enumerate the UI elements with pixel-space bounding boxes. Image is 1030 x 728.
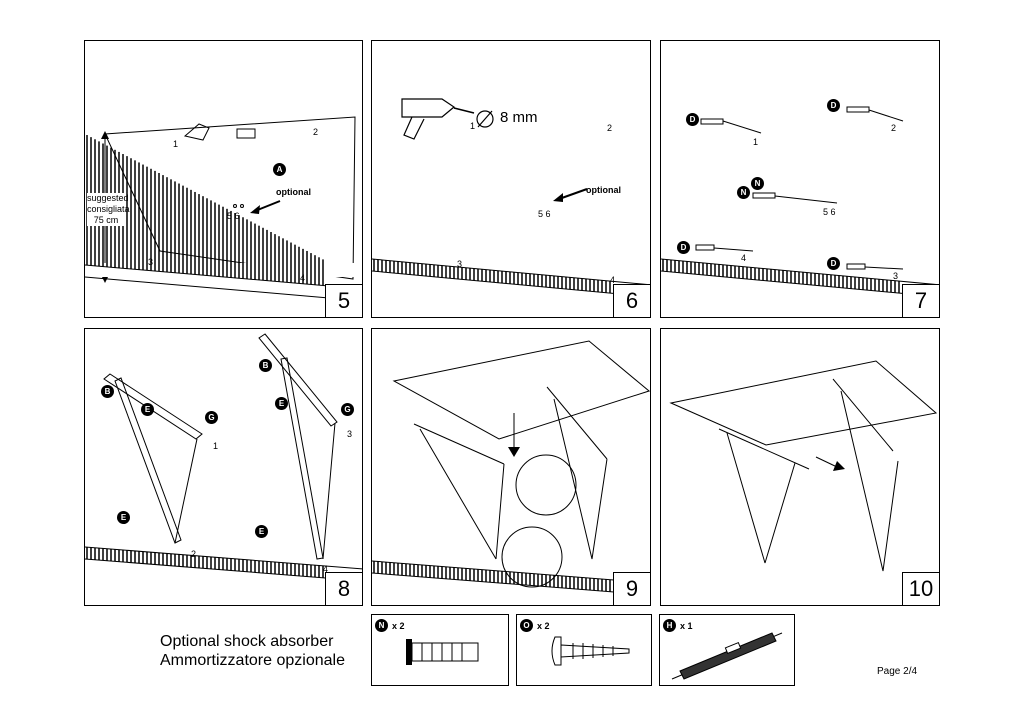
title-italian: Ammortizzatore opzionale: [160, 652, 345, 669]
part-box-n: N x 2: [371, 614, 509, 686]
part-tag-d: D: [686, 113, 699, 126]
step-10-panel: 10: [660, 328, 940, 606]
step-5-drawing: [85, 116, 362, 302]
part-tag-e: E: [117, 511, 130, 524]
step-number-6: 6: [613, 284, 650, 317]
optional-label: optional: [276, 187, 311, 197]
wall-plug-icon: [406, 639, 479, 665]
part-tag-b: B: [259, 359, 272, 372]
hole-3-label: 3: [347, 429, 353, 439]
step-number-10: 10: [902, 572, 939, 605]
part-tag-g: G: [341, 403, 354, 416]
part-qty: x 1: [680, 621, 693, 631]
skirting-hatch: [86, 547, 324, 578]
hole-1-label: 1: [753, 137, 759, 147]
consigliata-text: consigliata: [87, 204, 130, 214]
step-number-9: 9: [613, 572, 650, 605]
screw-icon: [551, 636, 630, 666]
step-7-drawing: [661, 106, 939, 298]
step-6-panel: 8 mm 1 2 3 4 5 6 optional 6: [371, 40, 651, 318]
step-number-5: 5: [325, 284, 362, 317]
hole-1-label: 1: [213, 441, 219, 451]
skirting-hatch: [662, 259, 900, 294]
part-tag-g: G: [205, 411, 218, 424]
part-tag-e: E: [141, 403, 154, 416]
hole-2-label: 2: [191, 549, 197, 559]
part-tag-h: H: [663, 619, 676, 632]
part-box-h: H x 1: [659, 614, 795, 686]
hole-4-label: 4: [610, 275, 616, 285]
part-tag-n: N: [375, 619, 388, 632]
step-8-drawing: [85, 333, 362, 582]
suggested-height-label: suggested consigliata 75 cm: [87, 193, 130, 226]
part-tag-d: D: [677, 241, 690, 254]
part-tag-b: B: [101, 385, 114, 398]
part-box-o: O x 2: [516, 614, 652, 686]
hole-5-6-label: 5 6: [538, 209, 551, 219]
step-6-drawing: [372, 98, 650, 298]
part-tag-d: D: [827, 99, 840, 112]
hole-4-label: 4: [741, 253, 747, 263]
hole-2-label: 2: [313, 127, 319, 137]
part-tag-n: N: [737, 186, 750, 199]
part-tag-a: A: [273, 163, 286, 176]
optional-shock-absorber-title: Optional shock absorber Ammortizzatore o…: [160, 632, 345, 670]
hole-5-6-label: 5 6: [227, 211, 240, 221]
step-9-panel: 9: [371, 328, 651, 606]
hole-4-label: 4: [323, 564, 329, 574]
hole-4-label: 4: [300, 273, 306, 283]
step-8-panel: B E G 1 E 2 B E G 3 E 4 8: [84, 328, 363, 606]
part-tag-o: O: [520, 619, 533, 632]
drill-size-label: 8 mm: [500, 109, 538, 126]
skirting-hatch: [373, 561, 611, 592]
step-number-7: 7: [902, 284, 939, 317]
optional-label: optional: [586, 185, 621, 195]
title-english: Optional shock absorber: [160, 633, 334, 650]
step-number-8: 8: [325, 572, 362, 605]
hole-2-label: 2: [891, 123, 897, 133]
part-tag-d: D: [827, 257, 840, 270]
part-qty: x 2: [392, 621, 405, 631]
step-10-drawing: [669, 360, 938, 572]
part-tag-n: N: [751, 177, 764, 190]
suggested-text: suggested: [87, 193, 129, 203]
step-7-panel: D D N N D D 1 2 5 6 4 3 7: [660, 40, 940, 318]
part-qty: x 2: [537, 621, 550, 631]
hole-3-label: 3: [893, 271, 899, 281]
hole-1-label: 1: [470, 121, 476, 131]
step-9-drawing: [372, 340, 650, 596]
hole-1-label: 1: [173, 139, 179, 149]
height-value-text: 75 cm: [93, 215, 119, 225]
hole-3-label: 3: [148, 257, 154, 267]
shock-absorber-icon: [671, 632, 783, 680]
hole-5-6-label: 5 6: [823, 207, 836, 217]
page-number: Page 2/4: [877, 666, 918, 677]
step-5-panel: suggested consigliata 75 cm 1 2 3 4 5 6 …: [84, 40, 363, 318]
part-tag-e: E: [255, 525, 268, 538]
hole-2-label: 2: [607, 123, 613, 133]
part-tag-e: E: [275, 397, 288, 410]
hole-3-label: 3: [457, 259, 463, 269]
skirting-hatch: [373, 259, 611, 294]
